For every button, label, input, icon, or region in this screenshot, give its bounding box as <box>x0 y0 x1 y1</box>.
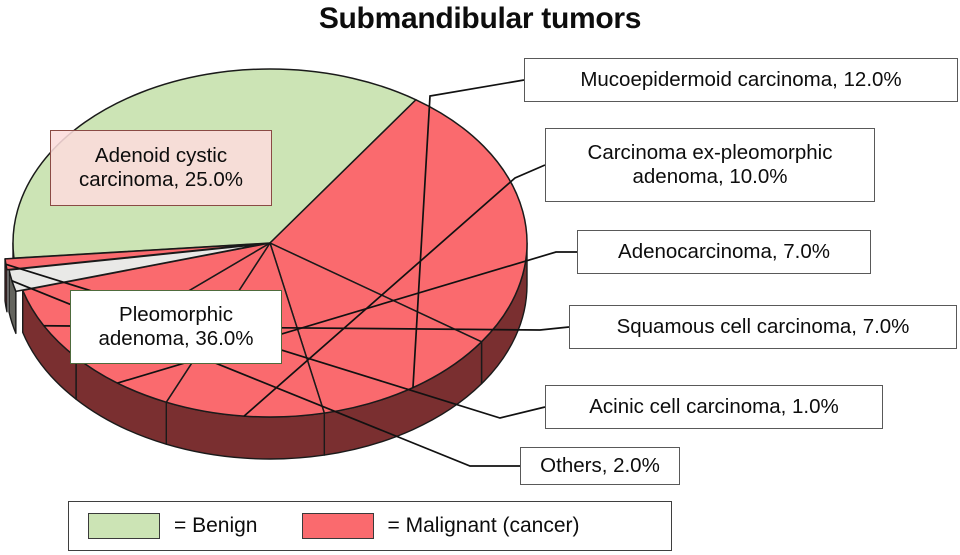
legend-label-benign: = Benign <box>174 514 258 537</box>
legend-swatch-malignant <box>301 513 374 539</box>
callout-squamous-cell-carcinoma[interactable]: Squamous cell carcinoma, 7.0% <box>569 305 957 349</box>
callout-acinic-cell-carcinoma[interactable]: Acinic cell carcinoma, 1.0% <box>545 385 883 429</box>
legend-swatch-benign <box>88 513 160 539</box>
callout-pleomorphic-adenoma[interactable]: Pleomorphic adenoma, 36.0% <box>70 290 282 364</box>
legend-label-malignant: = Malignant (cancer) <box>387 514 580 537</box>
callout-mucoepidermoid-carcinoma[interactable]: Mucoepidermoid carcinoma, 12.0% <box>524 58 958 102</box>
callout-adenoid-cystic-carcinoma[interactable]: Adenoid cystic carcinoma, 25.0% <box>50 130 272 206</box>
callout-carcinoma-ex-pleomorphic-adenoma[interactable]: Carcinoma ex-pleomorphic adenoma, 10.0% <box>545 128 875 202</box>
pie-slices <box>4 68 528 460</box>
callout-others[interactable]: Others, 2.0% <box>520 447 680 485</box>
chart-title: Submandibular tumors <box>318 2 642 35</box>
callout-adenocarcinoma[interactable]: Adenocarcinoma, 7.0% <box>577 230 871 274</box>
legend: = Benign = Malignant (cancer) <box>68 501 672 551</box>
legend-row: = Benign = Malignant (cancer) <box>69 502 671 550</box>
